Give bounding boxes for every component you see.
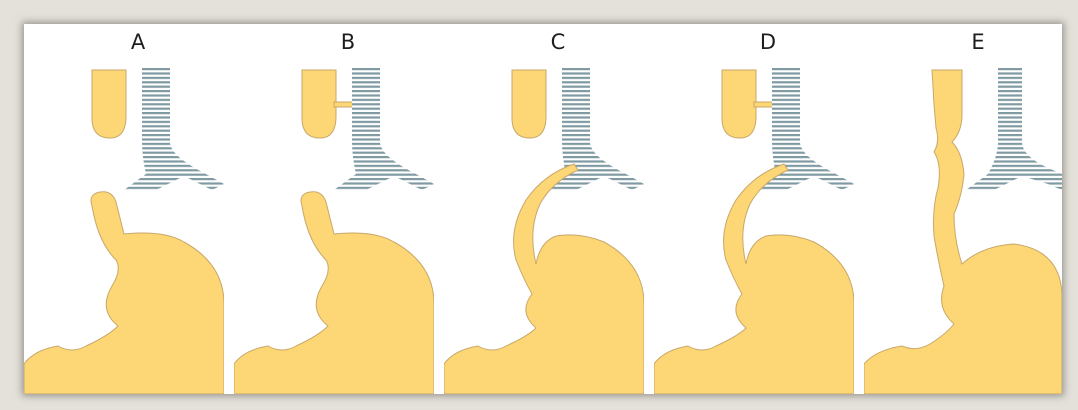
panel-b: B — [234, 24, 434, 394]
continuous-esophagus-and-stomach — [864, 70, 1062, 394]
stomach — [24, 192, 224, 394]
stomach — [234, 192, 434, 394]
panel-c: C — [444, 24, 644, 394]
upper-esophageal-pouch — [302, 70, 336, 138]
diagram-canvas: A B C — [24, 24, 1062, 394]
upper-esophageal-pouch — [92, 70, 126, 138]
tracheoesophageal-fistula — [334, 102, 354, 107]
upper-esophageal-pouch — [722, 70, 756, 138]
trachea-airway — [334, 68, 434, 190]
panel-d: D — [654, 24, 854, 394]
panel-e: E — [864, 24, 1062, 394]
trachea-airway — [124, 68, 224, 190]
proximal-fistula — [754, 102, 774, 107]
panel-a: A — [24, 24, 224, 394]
stomach-with-distal-fistula — [444, 164, 644, 394]
trachea-airway — [966, 68, 1062, 190]
upper-esophageal-pouch — [512, 70, 546, 138]
stomach-with-distal-fistula — [654, 164, 854, 394]
